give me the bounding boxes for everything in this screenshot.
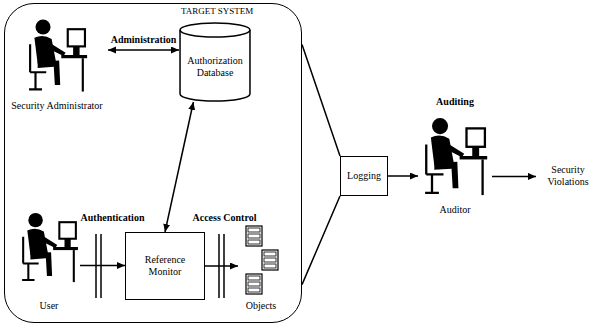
edge-label-text: Authentication bbox=[81, 212, 145, 223]
connector bbox=[388, 175, 418, 177]
person-figure: Security Administrator bbox=[6, 12, 108, 112]
edge-label: Administration bbox=[109, 34, 179, 46]
database-cylinder: Authorization Database bbox=[179, 22, 251, 102]
person-figure: User bbox=[18, 196, 80, 312]
system-boundary: TARGET SYSTEM Security Administrator Autho… bbox=[4, 3, 302, 323]
edge-label-text: Administration bbox=[111, 34, 177, 45]
connector bbox=[80, 265, 125, 267]
person-icon bbox=[18, 196, 80, 298]
process-box: Reference Monitor bbox=[125, 232, 205, 300]
person-figure: AuditingAuditor bbox=[418, 96, 492, 216]
node-label: Logging bbox=[347, 170, 381, 182]
text-node: Security Violations bbox=[536, 158, 598, 194]
connector bbox=[205, 265, 238, 267]
caption: Security Administrator bbox=[11, 100, 102, 112]
authentication-gate bbox=[96, 234, 101, 298]
person-icon bbox=[6, 12, 108, 98]
edge-label: Access Control bbox=[191, 212, 259, 224]
edge-label: Authentication bbox=[79, 212, 147, 224]
funnel-connector bbox=[302, 45, 340, 285]
access-control-gate bbox=[219, 234, 224, 298]
region-title: TARGET SYSTEM bbox=[181, 5, 253, 17]
caption: User bbox=[40, 300, 59, 312]
edge-label-text: Access Control bbox=[193, 212, 257, 223]
node-label: Reference Monitor bbox=[129, 254, 201, 278]
caption: Auditor bbox=[439, 204, 470, 216]
connector bbox=[165, 102, 193, 232]
node-label: Authorization Database bbox=[182, 55, 248, 79]
role-heading: Auditing bbox=[436, 96, 474, 108]
connector bbox=[108, 49, 179, 51]
process-box: Logging bbox=[340, 156, 388, 196]
object-group: Objects bbox=[238, 210, 284, 312]
node-label: Security Violations bbox=[536, 164, 598, 188]
connector bbox=[492, 176, 536, 178]
person-icon bbox=[418, 110, 492, 202]
caption: Objects bbox=[246, 300, 277, 312]
